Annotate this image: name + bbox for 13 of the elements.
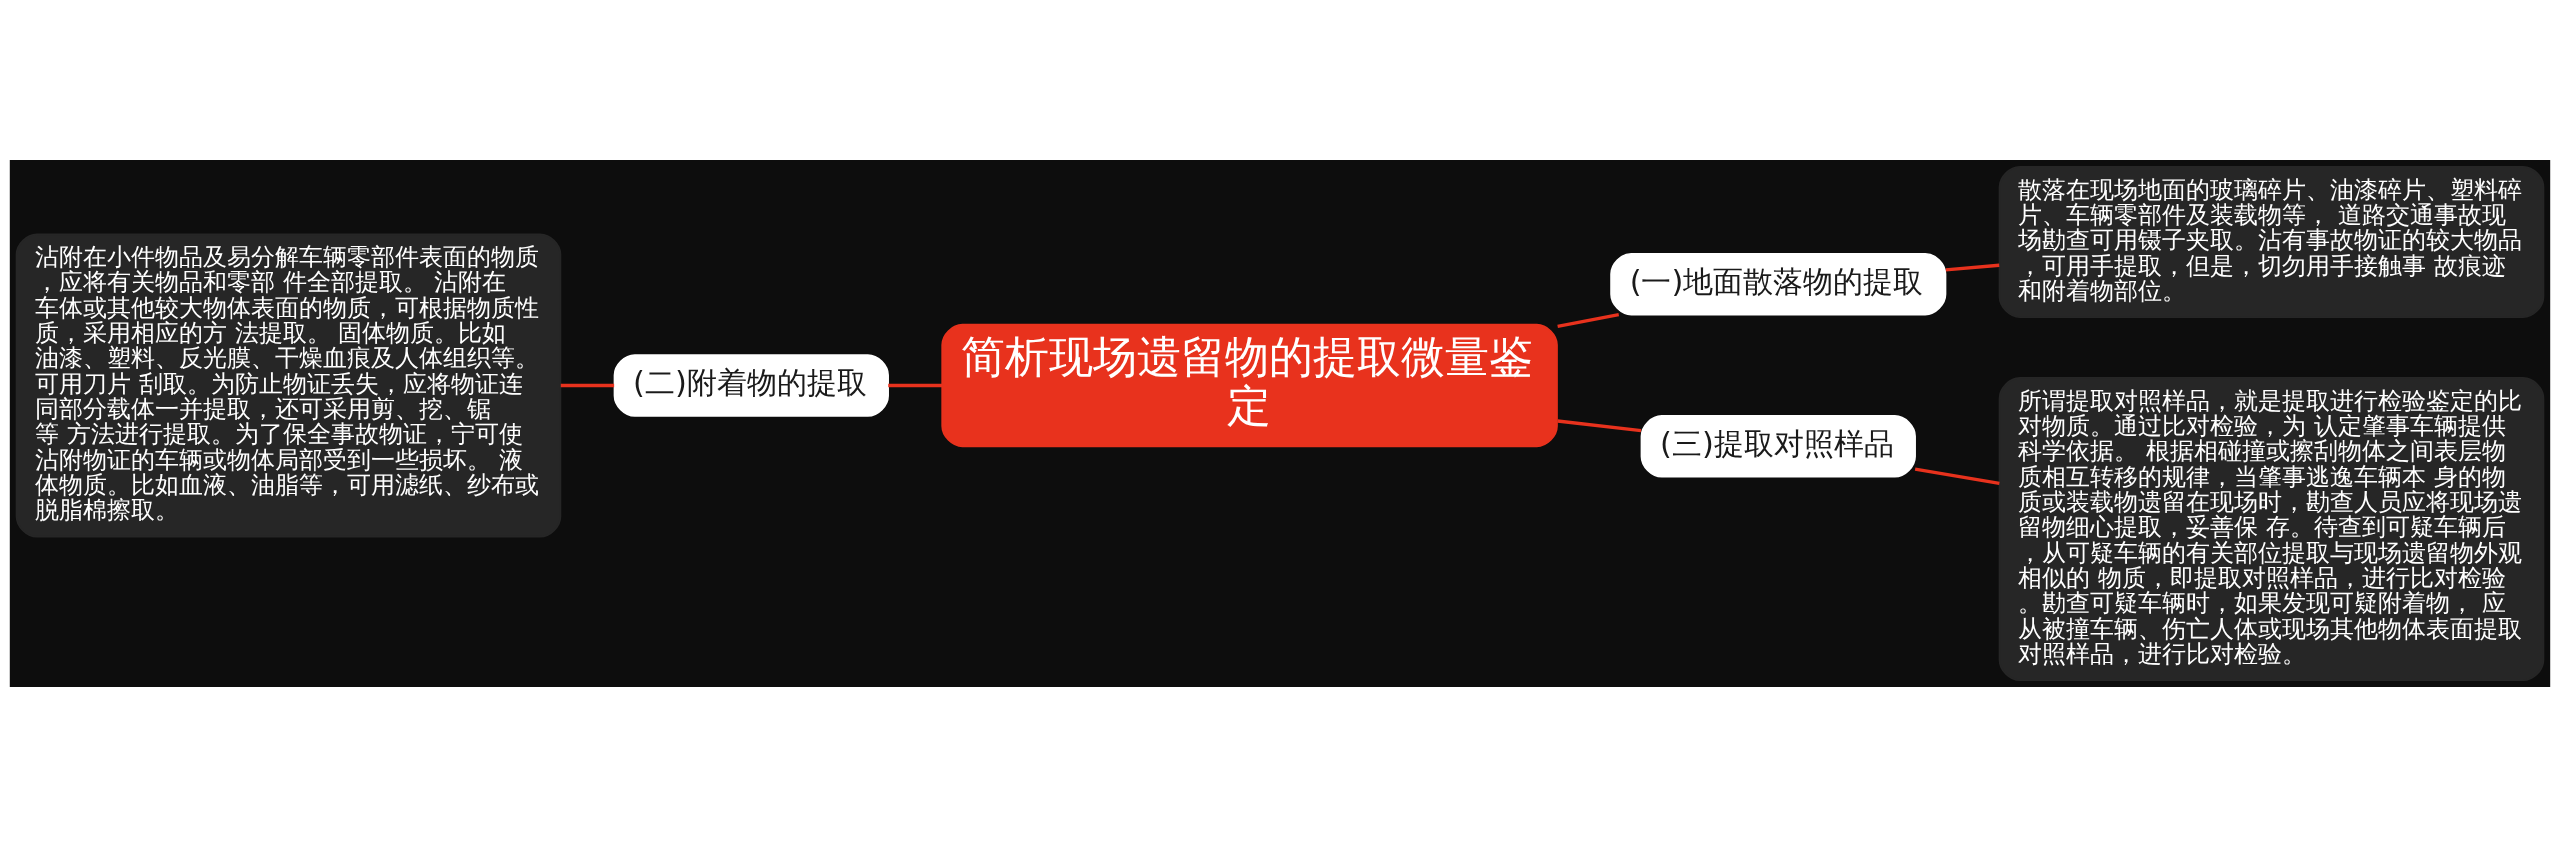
node-box: (二)附着物的提取 (613, 353, 889, 417)
connector (1945, 263, 2000, 272)
node-box: 散落在现场地面的玻璃碎片、油漆碎片、塑料碎片、车辆零部件及装载物等， 道路交通事故现场勘查可用镊子夹取。沾有事故物证的较大物品，可用手提取，但是，切勿用手接触事 故痕迹和附着物部位。 (1998, 165, 2545, 318)
connector (1557, 312, 1620, 328)
node-box: 沾附在小件物品及易分解车辆零部件表面的物质，应将有关物品和零部 件全部提取。 沾附在车体或其他较大物体表面的物质，可根据物质性质，采用相应的方 法提取。 固体物质。比如油漆、塑料、反光膜、干燥血痕及人体组织等。可用刀片 刮取。为防止物证丢失，应将物证连同部分载体一并提取，还可采用剪、挖、锯等 方法进行提取。为了保全事故物证，宁可使沾附物证的车辆或物体局部受到一些损坏。 液体物质。比如血液、油脂等，可用滤纸、纱布或脱脂棉擦取。 (15, 232, 562, 537)
connector (1914, 466, 2000, 485)
node-box: 简析现场遗留物的提取微量鉴定 (941, 323, 1558, 447)
connector (888, 383, 943, 387)
node-box: (三)提取对照样品 (1640, 414, 1916, 478)
node-box: (一)地面散落物的提取 (1610, 252, 1947, 315)
connector (560, 383, 615, 387)
node-box: 所谓提取对照样品，就是提取进行检验鉴定的比对物质。通过比对检验，为 认定肇事车辆提供科学依据。 根据相碰撞或擦刮物体之间表层物质相互转移的规律，当肇事逃逸车辆本 身的物质或装载物遗留在现场时，勘查人员应将现场遗留物细心提取，妥善保 存。待查到可疑车辆后，从可疑车辆的有关部位提取与现场遗留物外观相似的 物质，即提取对照样品，进行比对检验。勘查可疑车辆时，如果发现可疑附着物， 应从被撞车辆、伤亡人体或现场其他物体表面提取对照样品，进行比对检验。 (1998, 376, 2545, 681)
connector (1557, 418, 1642, 432)
